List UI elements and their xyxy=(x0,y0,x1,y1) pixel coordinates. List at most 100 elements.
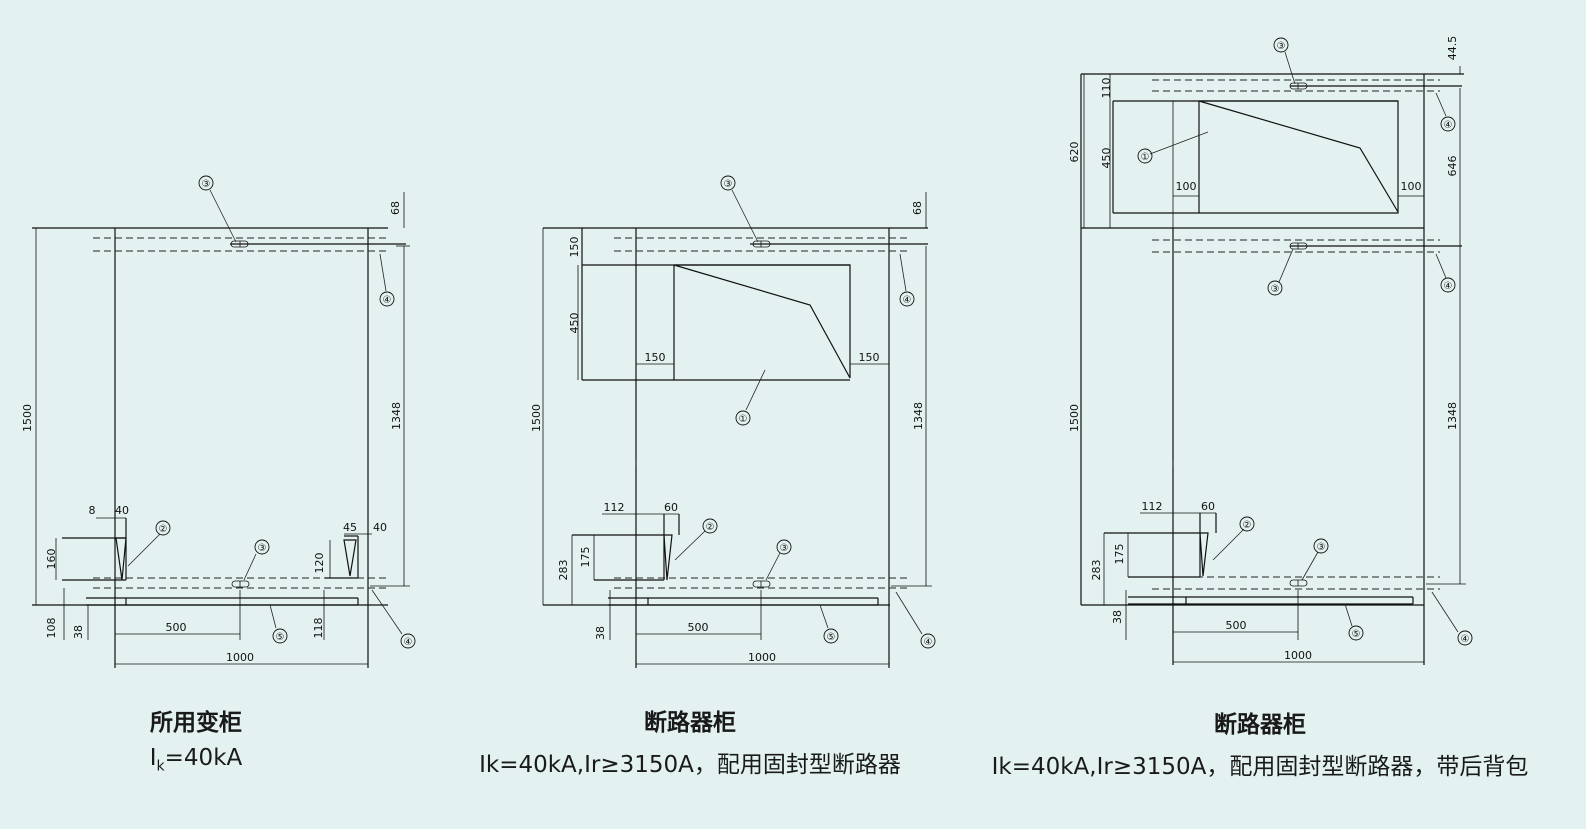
dim-1000: 1000 xyxy=(748,651,776,664)
dim-120: 120 xyxy=(313,553,326,574)
dim-40-right: 40 xyxy=(373,521,387,534)
diagram-2: ③ ④ ① ② ③ ⑤ ④ 1500 68 1348 150 450 150 1… xyxy=(530,175,936,668)
dim-450: 450 xyxy=(568,313,581,334)
dim-38: 38 xyxy=(72,625,85,639)
dim-160: 160 xyxy=(45,549,58,570)
dim-44.5: 44.5 xyxy=(1446,36,1459,61)
dim-500: 500 xyxy=(166,621,187,634)
subtitle-rest: =40kA xyxy=(164,745,243,771)
caption-2-title: 断路器柜 xyxy=(644,710,736,736)
callout-3-bottom: ③ xyxy=(776,539,792,555)
dim-38: 38 xyxy=(1111,610,1124,624)
caption-1-title: 所用变柜 xyxy=(150,710,242,736)
svg-text:③: ③ xyxy=(1271,284,1280,295)
callout-4-bottom: ④ xyxy=(920,633,936,649)
dim-45: 45 xyxy=(343,521,357,534)
svg-text:②: ② xyxy=(706,522,715,533)
dim-450: 450 xyxy=(1100,148,1113,169)
svg-text:③: ③ xyxy=(780,543,789,554)
callout-2: ② xyxy=(1239,516,1255,532)
dim-40-left: 40 xyxy=(115,504,129,517)
dim-68: 68 xyxy=(911,201,924,215)
svg-text:②: ② xyxy=(159,524,168,535)
callout-5: ⑤ xyxy=(272,628,288,644)
caption-3-subtitle: Ik=40kA,Ir≥3150A，配用固封型断路器，带后背包 xyxy=(991,754,1529,780)
dim-1000: 1000 xyxy=(226,651,254,664)
dim-100-right: 100 xyxy=(1401,180,1422,193)
dim-150-right: 150 xyxy=(859,351,880,364)
callout-3-top: ③ xyxy=(198,175,214,191)
svg-text:③: ③ xyxy=(724,179,733,190)
callout-4-top: ④ xyxy=(379,291,395,307)
dim-1500: 1500 xyxy=(21,404,34,432)
svg-text:⑤: ⑤ xyxy=(276,632,285,643)
diagram-1: ③ ④ ② ③ ⑤ ④ 1500 68 1348 8 40 160 45 40 … xyxy=(21,175,416,668)
dim-8: 8 xyxy=(89,504,96,517)
callout-4-top: ④ xyxy=(899,291,915,307)
callout-2: ② xyxy=(155,520,171,536)
callout-3-bottom: ③ xyxy=(1313,538,1329,554)
callout-4-top: ④ xyxy=(1440,116,1456,132)
callout-4-bottom: ④ xyxy=(1457,630,1473,646)
caption-3-title: 断路器柜 xyxy=(1214,712,1306,738)
dim-500: 500 xyxy=(688,621,709,634)
subtitle-main: I xyxy=(149,745,157,771)
dim-175: 175 xyxy=(579,547,592,568)
svg-text:①: ① xyxy=(1141,152,1150,163)
dim-646: 646 xyxy=(1446,156,1459,177)
svg-text:④: ④ xyxy=(383,295,392,306)
callout-3-bottom: ③ xyxy=(254,539,270,555)
svg-text:④: ④ xyxy=(1461,634,1470,645)
dim-175: 175 xyxy=(1113,544,1126,565)
svg-text:④: ④ xyxy=(1444,281,1453,292)
dim-100-left: 100 xyxy=(1176,180,1197,193)
svg-text:③: ③ xyxy=(202,179,211,190)
svg-text:①: ① xyxy=(739,414,748,425)
caption-2-subtitle: Ik=40kA,Ir≥3150A，配用固封型断路器 xyxy=(479,752,901,778)
svg-text:③: ③ xyxy=(1277,41,1286,52)
callout-3-mid: ③ xyxy=(1267,280,1283,296)
svg-text:⑤: ⑤ xyxy=(827,632,836,643)
dim-110: 110 xyxy=(1100,78,1113,99)
dim-1348: 1348 xyxy=(912,402,925,430)
caption-1: 所用变柜 Ik=40kA xyxy=(96,703,296,775)
dim-1500: 1500 xyxy=(1068,404,1081,432)
dim-112: 112 xyxy=(1142,500,1163,513)
dim-38: 38 xyxy=(594,626,607,640)
dim-1000: 1000 xyxy=(1284,649,1312,662)
dim-118: 118 xyxy=(312,618,325,639)
caption-1-subtitle: Ik=40kA xyxy=(96,745,296,775)
callout-3-top: ③ xyxy=(1273,37,1289,53)
dim-1500: 1500 xyxy=(530,404,543,432)
caption-3: 断路器柜 Ik=40kA,Ir≥3150A，配用固封型断路器，带后背包 xyxy=(960,705,1560,781)
dim-108: 108 xyxy=(45,618,58,639)
dim-60: 60 xyxy=(1201,500,1215,513)
dim-68: 68 xyxy=(389,201,402,215)
svg-text:②: ② xyxy=(1243,520,1252,531)
callout-4-mid: ④ xyxy=(1440,277,1456,293)
callout-2: ② xyxy=(702,518,718,534)
diagram-3: ③ ④ ① ③ ④ ② ③ ⑤ ④ 44.5 110 620 450 646 1… xyxy=(1068,36,1473,665)
callout-4-bottom: ④ xyxy=(400,633,416,649)
callout-1: ① xyxy=(735,410,751,426)
svg-text:③: ③ xyxy=(1317,542,1326,553)
svg-text:③: ③ xyxy=(258,543,267,554)
subtitle-sub: k xyxy=(156,758,165,775)
caption-2: 断路器柜 Ik=40kA,Ir≥3150A，配用固封型断路器 xyxy=(440,703,940,779)
svg-text:⑤: ⑤ xyxy=(1352,629,1361,640)
svg-text:④: ④ xyxy=(924,637,933,648)
dim-112: 112 xyxy=(604,501,625,514)
dim-150-left: 150 xyxy=(645,351,666,364)
dim-283: 283 xyxy=(1090,560,1103,581)
dim-1348: 1348 xyxy=(1446,402,1459,430)
svg-text:④: ④ xyxy=(404,637,413,648)
dim-150-top: 150 xyxy=(568,237,581,258)
callout-3-top: ③ xyxy=(720,175,736,191)
dim-620: 620 xyxy=(1068,142,1081,163)
svg-text:④: ④ xyxy=(1444,120,1453,131)
dim-1348: 1348 xyxy=(390,402,403,430)
dim-283: 283 xyxy=(557,560,570,581)
dim-500: 500 xyxy=(1226,619,1247,632)
callout-5: ⑤ xyxy=(823,628,839,644)
svg-text:④: ④ xyxy=(903,295,912,306)
